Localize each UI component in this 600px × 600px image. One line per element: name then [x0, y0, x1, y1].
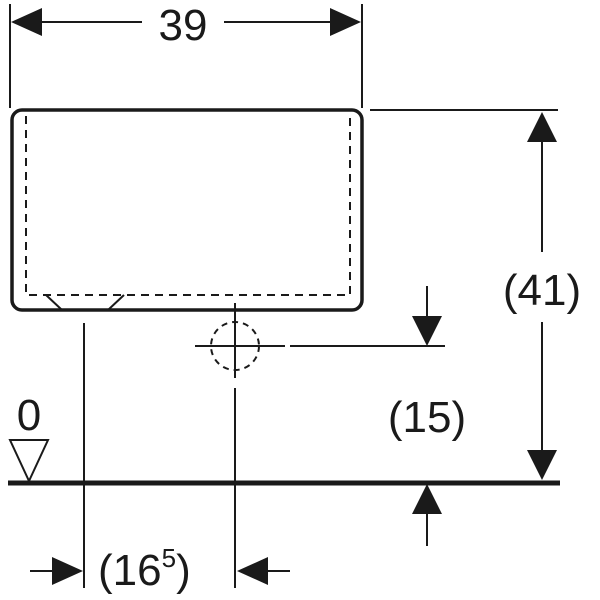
outlet-offset-label: (165)	[98, 543, 191, 595]
width-label: 39	[159, 1, 208, 50]
arrow-up-icon	[527, 112, 557, 142]
outlet-height-label: (15)	[388, 393, 466, 442]
floor-level-label: 0	[17, 391, 41, 440]
level-marker-icon	[8, 439, 50, 484]
outlet-offset-dimension	[30, 323, 290, 588]
arrow-up-icon	[412, 484, 442, 514]
arrow-left-icon	[11, 8, 42, 36]
arrow-right-icon	[330, 8, 361, 36]
floor-line	[8, 439, 560, 486]
width-dimension	[9, 4, 363, 108]
cistern-body	[10, 108, 364, 312]
outlet-symbol	[195, 303, 285, 588]
height-dimension	[370, 109, 558, 480]
outlet-height-dimension	[290, 286, 445, 546]
arrow-down-icon	[412, 316, 442, 346]
arrow-left-icon	[237, 557, 268, 585]
height-label: (41)	[503, 266, 581, 315]
arrow-right-icon	[52, 557, 83, 585]
arrow-down-icon	[527, 450, 557, 480]
